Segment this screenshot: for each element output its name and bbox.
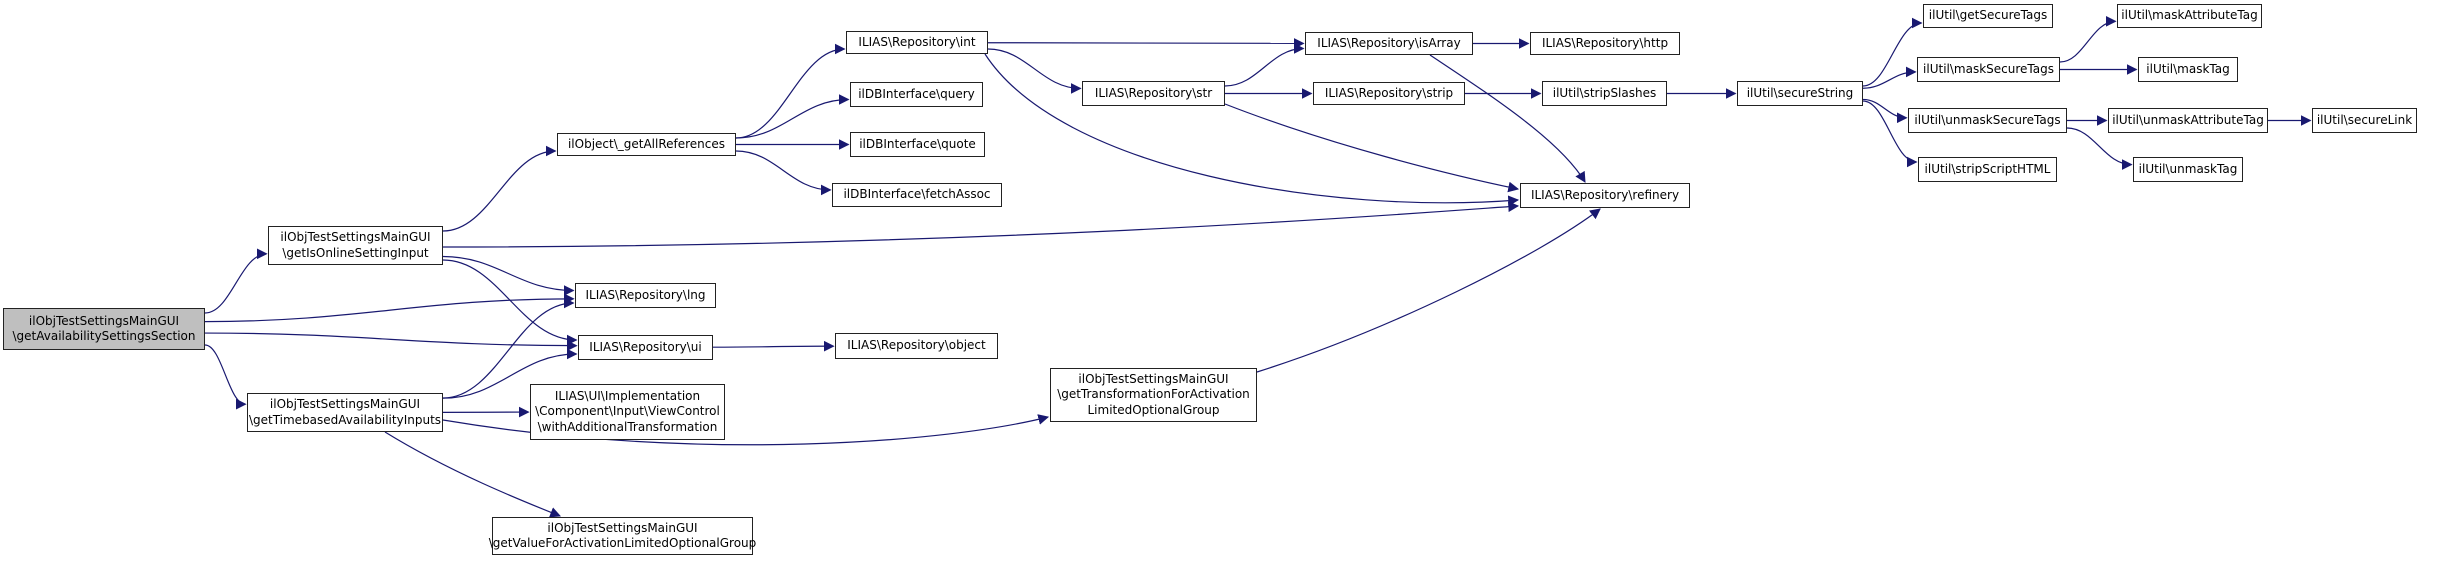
node-getTransform[interactable]: ilObjTestSettingsMainGUI\getTransformati… — [1050, 368, 1257, 422]
edge-ui-object — [712, 340, 835, 352]
edge-timebased-lng — [442, 297, 575, 399]
node-getValue[interactable]: ilObjTestSettingsMainGUI\getValueForActi… — [489, 517, 756, 555]
node-label: ilUtil\secureLink — [2316, 112, 2413, 127]
node-isOnline[interactable]: ilObjTestSettingsMainGUI\getIsOnlineSett… — [268, 226, 443, 265]
edge-getAllRefs-int — [735, 43, 846, 139]
edge-secureString-maskSecureTags — [1862, 66, 1917, 89]
node-label: ILIAS\Repository\strip — [1324, 85, 1454, 100]
node-label: ILIAS\Repository\str — [1094, 85, 1213, 100]
node-label: ilObjTestSettingsMainGUI — [269, 397, 421, 412]
node-label: ILIAS\Repository\lng — [585, 287, 706, 302]
edge-isOnline-getAllRefs — [442, 145, 557, 232]
node-maskTag[interactable]: ilUtil\maskTag — [2138, 57, 2238, 82]
edge-str-refinery — [1224, 103, 1520, 193]
node-secureLink[interactable]: ilUtil\secureLink — [2312, 108, 2417, 133]
node-fetchAssoc[interactable]: ilDBInterface\fetchAssoc — [832, 183, 1002, 207]
edge-isArray-refinery — [1429, 54, 1586, 183]
node-maskAttributeTag[interactable]: ilUtil\maskAttributeTag — [2117, 4, 2262, 28]
node-object[interactable]: ILIAS\Repository\object — [835, 333, 998, 359]
node-label: ILIAS\Repository\http — [1541, 35, 1669, 50]
node-label: ilUtil\getSecureTags — [1928, 8, 2048, 23]
edge-maskSecureTags-maskAttributeTag — [2059, 15, 2117, 63]
edge-secureString-unmaskSecureTags — [1862, 98, 1908, 124]
node-label: \Component\Input\ViewControl — [535, 404, 720, 419]
edge-timebased-getValue — [384, 431, 562, 518]
node-label: ilUtil\unmaskAttributeTag — [2112, 112, 2264, 127]
node-getAllRefs[interactable]: ilObject\_getAllReferences — [557, 133, 736, 156]
node-secureString[interactable]: ilUtil\secureString — [1737, 81, 1863, 106]
node-unmaskAttributeTag[interactable]: ilUtil\unmaskAttributeTag — [2108, 108, 2268, 133]
edge-secureString-stripScriptHTML — [1862, 100, 1918, 168]
node-ui[interactable]: ILIAS\Repository\ui — [578, 335, 713, 360]
node-int[interactable]: ILIAS\Repository\int — [846, 31, 988, 54]
edge-int-isArray — [987, 37, 1305, 49]
edge-str-isArray — [1224, 43, 1305, 87]
node-query[interactable]: ilDBInterface\query — [850, 82, 983, 107]
edge-isOnline-refinery — [442, 201, 1520, 248]
edge-unmaskSecureTags-unmaskTag — [2066, 127, 2133, 170]
node-label: ilUtil\stripSlashes — [1552, 85, 1657, 100]
node-label: ilUtil\secureString — [1746, 85, 1854, 100]
edge-secureString-getSecureTags — [1862, 17, 1923, 87]
node-withAddTrans[interactable]: ILIAS\UI\Implementation\Component\Input\… — [530, 384, 725, 440]
node-label: ilDBInterface\query — [858, 86, 975, 101]
node-label: ilObjTestSettingsMainGUI — [1078, 371, 1229, 386]
edge-getTransform-refinery — [1256, 208, 1601, 373]
node-stripSlashes[interactable]: ilUtil\stripSlashes — [1542, 81, 1667, 106]
node-label: ilUtil\unmaskSecureTags — [1914, 112, 2061, 127]
edge-int-refinery — [984, 53, 1520, 207]
node-unmaskTag[interactable]: ilUtil\unmaskTag — [2133, 157, 2243, 182]
node-isArray[interactable]: ILIAS\Repository\isArray — [1305, 32, 1473, 55]
edge-main-ui — [204, 332, 578, 352]
edge-main-isOnline — [204, 248, 268, 314]
node-getSecureTags[interactable]: ilUtil\getSecureTags — [1923, 4, 2053, 28]
node-label: ILIAS\Repository\object — [847, 338, 986, 353]
node-label: ILIAS\Repository\refinery — [1530, 187, 1680, 202]
node-label: \getIsOnlineSettingInput — [282, 245, 429, 260]
node-label: LimitedOptionalGroup — [1087, 402, 1220, 417]
node-label: ilUtil\maskTag — [2146, 61, 2230, 76]
node-unmaskSecureTags[interactable]: ilUtil\unmaskSecureTags — [1908, 108, 2067, 133]
edge-main-lng — [204, 293, 575, 323]
node-label: ILIAS\UI\Implementation — [554, 388, 701, 403]
edge-timebased-ui — [442, 348, 578, 399]
node-label: \getTimebasedAvailabilityInputs — [248, 412, 442, 427]
node-label: ilDBInterface\fetchAssoc — [843, 187, 991, 202]
node-lng[interactable]: ILIAS\Repository\lng — [575, 283, 716, 308]
node-label: ilObjTestSettingsMainGUI — [280, 230, 431, 245]
edge-int-str — [987, 48, 1082, 94]
node-label: ilObjTestSettingsMainGUI — [547, 520, 698, 535]
node-maskSecureTags[interactable]: ilUtil\maskSecureTags — [1917, 57, 2060, 82]
node-label: \getValueForActivationLimitedOptionalGro… — [488, 536, 757, 550]
node-label: ilUtil\maskSecureTags — [1923, 61, 2054, 76]
edge-isOnline-lng — [442, 255, 575, 296]
node-refinery[interactable]: ILIAS\Repository\refinery — [1520, 183, 1690, 208]
edge-getAllRefs-fetchAssoc — [735, 150, 832, 196]
edge-main-timebased — [204, 344, 247, 410]
node-http[interactable]: ILIAS\Repository\http — [1530, 32, 1680, 55]
node-label: \getAvailabilitySettingsSection — [12, 329, 196, 343]
edge-isOnline-ui — [442, 259, 578, 346]
node-label: ilDBInterface\quote — [859, 136, 976, 151]
node-label: ilUtil\maskAttributeTag — [2121, 8, 2258, 23]
edge-getAllRefs-query — [735, 94, 850, 139]
node-label: \getTransformationForActivation — [1057, 387, 1250, 402]
node-stripScriptHTML[interactable]: ilUtil\stripScriptHTML — [1918, 157, 2057, 182]
node-label: ilUtil\unmaskTag — [2138, 161, 2238, 176]
node-strip[interactable]: ILIAS\Repository\strip — [1313, 82, 1465, 105]
node-label: ILIAS\Repository\ui — [589, 339, 702, 354]
node-label: ilUtil\stripScriptHTML — [1924, 161, 2051, 176]
node-timebased[interactable]: ilObjTestSettingsMainGUI\getTimebasedAva… — [247, 393, 443, 432]
node-label: ILIAS\Repository\isArray — [1317, 35, 1461, 50]
node-label: ilObjTestSettingsMainGUI — [28, 313, 180, 328]
node-label: \withAdditionalTransformation — [537, 419, 718, 434]
node-quote[interactable]: ilDBInterface\quote — [850, 132, 985, 157]
node-main: ilObjTestSettingsMainGUI\getAvailability… — [3, 308, 205, 350]
node-str[interactable]: ILIAS\Repository\str — [1082, 81, 1225, 106]
node-label: ILIAS\Repository\int — [858, 34, 976, 49]
node-label: ilObject\_getAllReferences — [567, 136, 726, 151]
